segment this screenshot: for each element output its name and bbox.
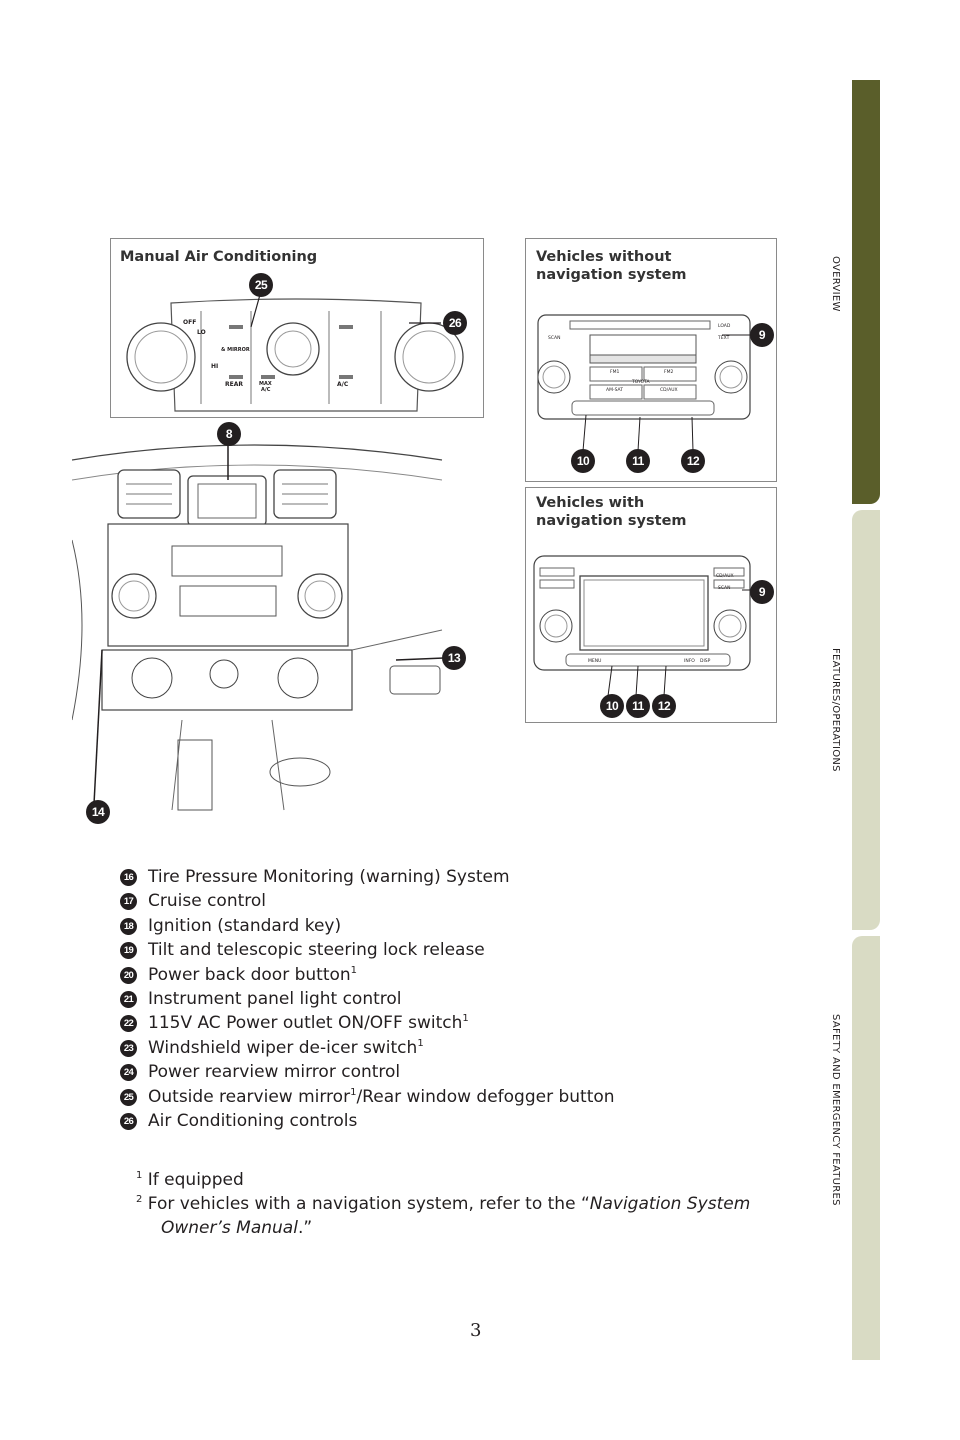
page-number: 3 [470,1320,482,1341]
item-text: 115V AC Power outlet ON/OFF switch1 [148,1013,469,1034]
tab-label-features-operations: FEATURES/OPERATIONS [830,648,841,772]
nav-label-cd-aux: CD/AUX [716,574,734,579]
footnote-mark: 1 [350,964,358,976]
without-nav-panel: Vehicles without navigation system LOAD … [525,238,777,482]
item-text: Power back door button1 [148,964,358,985]
footnote-mark: 1 [462,1013,469,1025]
item-number-badge: 17 [120,893,137,911]
item-text: Power rearview mirror control [148,1062,401,1083]
radio-label-load: LOAD [718,324,731,329]
footnotes: 1 If equipped 2 For vehicles with a navi… [136,1168,750,1240]
callout-12: 12 [681,449,705,473]
item-number-badge: 18 [120,917,137,935]
footnote-mark: 1 [417,1037,424,1049]
tab-label-overview: OVERVIEW [830,256,841,312]
manual-ac-title: Manual Air Conditioning [120,249,318,265]
callout-9: 9 [750,323,774,347]
footnote-1: 1 If equipped [136,1170,244,1190]
item-number-badge: 26 [120,1112,137,1130]
footnote-2: 2 For vehicles with a navigation system,… [136,1194,751,1214]
section-tabs [852,80,880,1360]
tab-safety-emergency[interactable] [852,936,880,1360]
radio-label-am-sat: AM-SAT [606,388,624,393]
item-number-badge: 25 [120,1088,137,1106]
ac-label-max-ac: A/C [261,387,271,393]
callout-26: 26 [443,311,467,335]
ac-label-lo: LO [197,329,206,336]
radio-label-fm1: FM1 [610,370,620,375]
ac-label-mirror: & MIRROR [221,347,250,353]
manual-ac-panel: Manual Air Conditioning OFF LO HI & MIRR… [110,238,484,418]
item-text: Windshield wiper de-icer switch1 [148,1037,424,1058]
ac-label-off: OFF [183,319,197,326]
tab-features-operations[interactable] [852,510,880,930]
navigation-unit-illustration [533,555,754,697]
callout-14: 14 [86,800,110,824]
ac-control-illustration [126,290,464,412]
callout-9-nav: 9 [750,580,774,604]
callout-11-nav: 11 [626,694,650,718]
callout-10: 10 [571,449,595,473]
nav-label-scan: SCAN [718,586,731,591]
ac-label-rear: REAR [225,381,243,388]
item-text: Ignition (standard key) [148,915,342,936]
nav-label-disp: DISP [700,659,711,664]
item-number-badge: 16 [120,869,137,886]
item-number-badge: 20 [120,966,137,984]
callout-13: 13 [442,646,466,670]
callout-25: 25 [249,273,273,297]
radio-label-fm2: FM2 [664,370,674,375]
item-text: Instrument panel light control [148,988,402,1009]
item-text: Tilt and telescopic steering lock releas… [148,940,485,961]
tab-overview[interactable] [852,80,880,504]
radio-label-scan: SCAN [548,336,561,341]
item-number-badge: 24 [120,1064,137,1082]
dashboard-drawing [72,442,445,811]
ac-label-ac: A/C [337,381,349,388]
audio-unit-illustration [537,314,756,452]
without-nav-title-line2: navigation system [536,267,687,283]
callout-12-nav: 12 [652,694,676,718]
footnote-2-continued: Owner’s Manual.” [161,1218,313,1238]
callout-8: 8 [217,422,241,446]
without-nav-title-line1: Vehicles without [536,249,672,265]
item-text: Air Conditioning controls [148,1110,358,1131]
radio-label-text: TEXT [718,336,730,341]
callout-10-nav: 10 [600,694,624,718]
item-number-badge: 21 [120,990,137,1008]
item-number-badge: 19 [120,942,137,960]
item-text: Cruise control [148,891,267,912]
radio-label-cd-aux: CD/AUX [660,388,678,393]
tab-label-safety-emergency: SAFETY AND EMERGENCY FEATURES [830,1014,841,1206]
with-nav-title-line1: Vehicles with [536,495,645,511]
item-number-badge: 23 [120,1039,137,1057]
nav-label-menu: MENU [588,659,602,664]
dashboard-illustration: 8 13 14 [72,420,472,824]
footnote-mark: 1 [350,1086,357,1098]
item-text: Outside rearview mirror1/Rear window def… [148,1086,615,1107]
radio-label-toyota: TOYOTA [632,380,650,385]
item-number-badge: 22 [120,1015,137,1033]
with-nav-title-line2: navigation system [536,513,687,529]
with-nav-panel: Vehicles with navigation system SCAN CD/… [525,487,777,723]
ac-label-max: MAX [259,381,272,387]
callout-11: 11 [626,449,650,473]
ac-label-hi: HI [211,363,219,370]
item-text: Tire Pressure Monitoring (warning) Syste… [148,867,510,887]
nav-label-info: INFO [684,659,695,664]
